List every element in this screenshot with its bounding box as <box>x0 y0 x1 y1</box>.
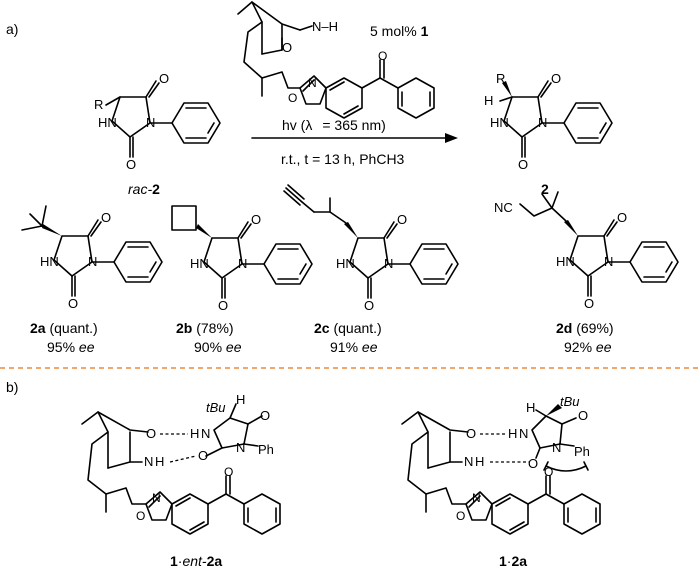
scope-2a-structure <box>21 205 163 311</box>
svg-text:O: O <box>198 448 208 463</box>
svg-text:O: O <box>544 465 553 479</box>
svg-text:O: O <box>224 465 233 479</box>
starting-material-label: rac-2 <box>128 181 160 197</box>
svg-text:O: O <box>146 426 156 441</box>
svg-text:R: R <box>496 71 505 86</box>
svg-text:N: N <box>552 440 561 455</box>
svg-text:N: N <box>308 76 317 90</box>
svg-text:H: H <box>484 93 493 108</box>
svg-text:O: O <box>282 40 292 55</box>
svg-text:N: N <box>472 491 481 505</box>
svg-text:O: O <box>456 509 465 523</box>
catalyst-structure: N–H O N O O <box>237 1 435 119</box>
svg-text:H: H <box>508 426 517 441</box>
svg-text:Ph: Ph <box>574 444 590 459</box>
complex-1-ent-2a-structure: O N H N O O H N O O N Ph tBu H <box>81 392 281 535</box>
scope-2b-ee: 90% ee <box>194 339 242 355</box>
svg-text:O: O <box>260 408 270 423</box>
product-label: 2 <box>541 181 549 197</box>
svg-text:R: R <box>94 97 103 112</box>
scope-2c-ee: 91% ee <box>330 339 378 355</box>
complex-1-2a-structure: O N H N O O H N H tBu O N Ph O <box>401 394 601 535</box>
scope-2d-ee: 92% ee <box>564 339 612 355</box>
svg-text:H: H <box>155 454 164 469</box>
section-a-label: a) <box>6 21 18 37</box>
complex-1-ent-2a-label: 1·ent-2a <box>170 553 222 569</box>
svg-text:H: H <box>190 426 199 441</box>
svg-text:O: O <box>288 91 297 105</box>
svg-text:O: O <box>378 49 387 63</box>
product-structure: R H <box>484 71 613 172</box>
svg-text:H: H <box>236 392 245 407</box>
svg-text:O: O <box>136 509 145 523</box>
scope-2a-label: 2a (quant.) <box>30 320 98 336</box>
svg-text:Ph: Ph <box>258 442 274 457</box>
scope-2d-label: 2d (69%) <box>556 320 614 336</box>
svg-text:tBu: tBu <box>560 394 580 409</box>
scope-2a-ee: 95% ee <box>47 339 95 355</box>
svg-text:N: N <box>144 454 153 469</box>
svg-text:tBu: tBu <box>206 400 226 415</box>
svg-text:N: N <box>519 426 528 441</box>
section-b-label: b) <box>6 379 18 395</box>
scope-2c-structure <box>283 184 459 313</box>
svg-text:O: O <box>466 426 476 441</box>
complex-1-2a-label: 1·2a <box>499 553 527 569</box>
arrow-head <box>445 133 458 143</box>
svg-text:N: N <box>236 440 245 455</box>
catalyst-loading: 5 mol% 1 <box>370 23 429 39</box>
svg-text:N: N <box>152 491 161 505</box>
svg-text:H: H <box>526 400 535 415</box>
scope-2b-structure <box>171 205 313 313</box>
scope-2c-label: 2c (quant.) <box>314 320 382 336</box>
conditions-hv: hv (λ= 365 nm) <box>282 117 386 133</box>
scope-2d-structure: NC <box>494 191 679 311</box>
svg-text:N–H: N–H <box>312 19 338 34</box>
starting-material-structure: R <box>94 71 221 172</box>
svg-text:NC: NC <box>494 200 513 215</box>
conditions-line2: r.t., t = 13 h, PhCH3 <box>281 151 405 167</box>
svg-text:N: N <box>464 454 473 469</box>
svg-text:O: O <box>578 408 588 423</box>
svg-text:O: O <box>528 456 538 471</box>
scope-2b-label: 2b (78%) <box>176 320 234 336</box>
svg-text:N: N <box>201 426 210 441</box>
svg-text:H: H <box>475 454 484 469</box>
